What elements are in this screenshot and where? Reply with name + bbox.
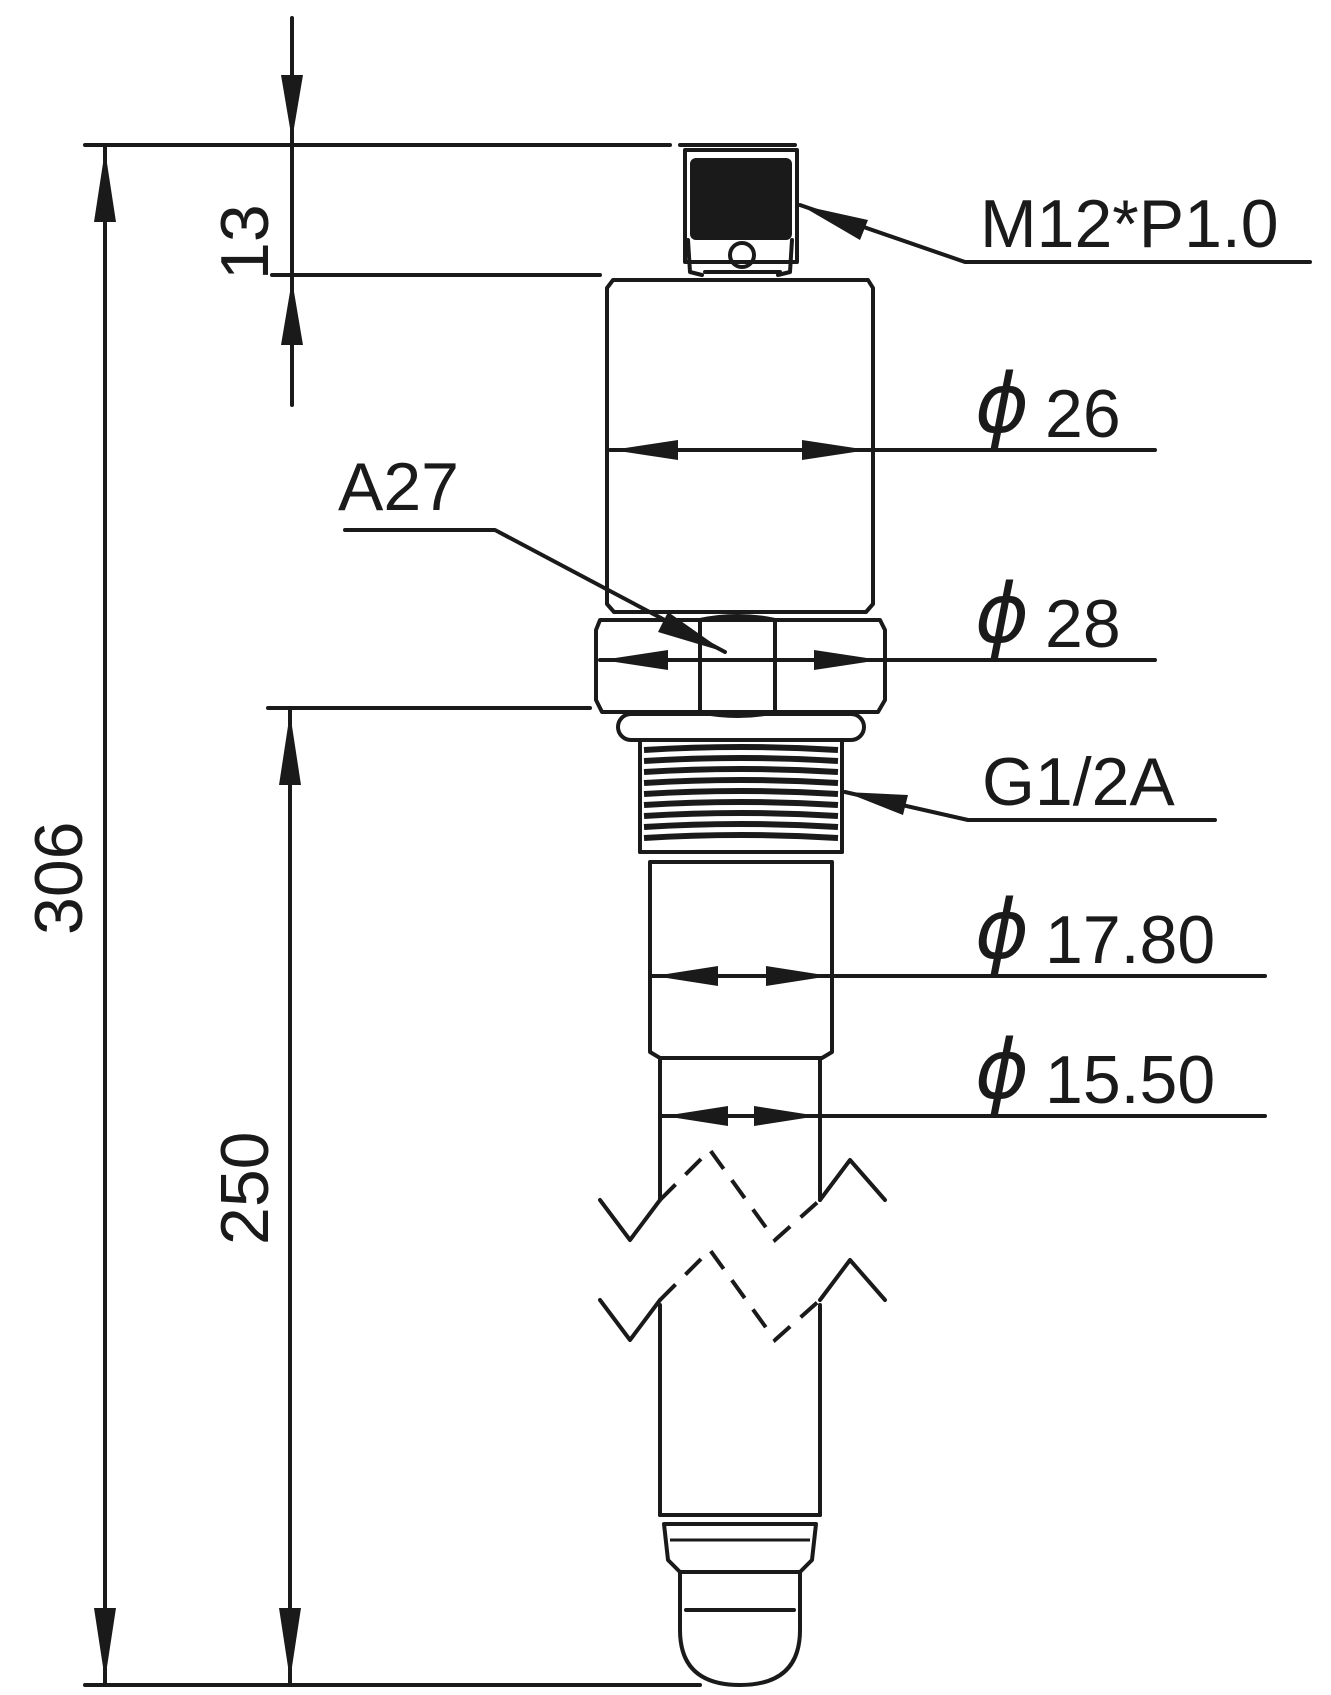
thread-line: [643, 799, 839, 808]
thread-line: [643, 810, 839, 819]
break-symbol: [598, 1146, 887, 1343]
m12-connector: [678, 143, 799, 277]
thread-line: [643, 777, 839, 786]
sensor-body: [594, 143, 887, 1687]
dimension-lines: [83, 16, 1267, 1687]
g-thread: [638, 740, 844, 854]
probe-tip: [658, 1303, 822, 1687]
label-dia-probe: 15.50: [1045, 1042, 1215, 1118]
thread-line: [643, 788, 839, 797]
label-dim-insertion: 250: [207, 1132, 283, 1245]
label-dia-head: 26: [1045, 376, 1121, 452]
thread-line: [643, 766, 839, 775]
leader-lines: [343, 203, 1312, 822]
seal-ring: [616, 712, 866, 742]
diameter-symbol: ϕ: [975, 883, 1029, 978]
label-connector: M12*P1.0: [980, 186, 1279, 262]
probe-upper: [658, 1058, 822, 1202]
label-dim-connector: 13: [207, 204, 283, 280]
hex-nut: [594, 614, 887, 718]
thread-line: [643, 755, 839, 764]
label-dia-shaft: 17.80: [1045, 902, 1215, 978]
diameter-symbol: ϕ: [975, 357, 1029, 452]
thread-line: [643, 832, 839, 841]
head-housing: [605, 278, 875, 614]
labels: M12*P1.0 ϕ 26 A27 ϕ 28 G1/2A ϕ 17.80 ϕ 1…: [21, 186, 1279, 1245]
shaft: [648, 860, 834, 1060]
label-thread: G1/2A: [982, 744, 1175, 820]
label-hex-size: A27: [338, 449, 459, 525]
thread-line: [643, 744, 839, 753]
label-dim-overall: 306: [21, 822, 97, 935]
label-dia-hex: 28: [1045, 586, 1121, 662]
diameter-symbol: ϕ: [975, 1023, 1029, 1118]
diameter-symbol: ϕ: [975, 567, 1029, 662]
thread-line: [643, 821, 839, 830]
